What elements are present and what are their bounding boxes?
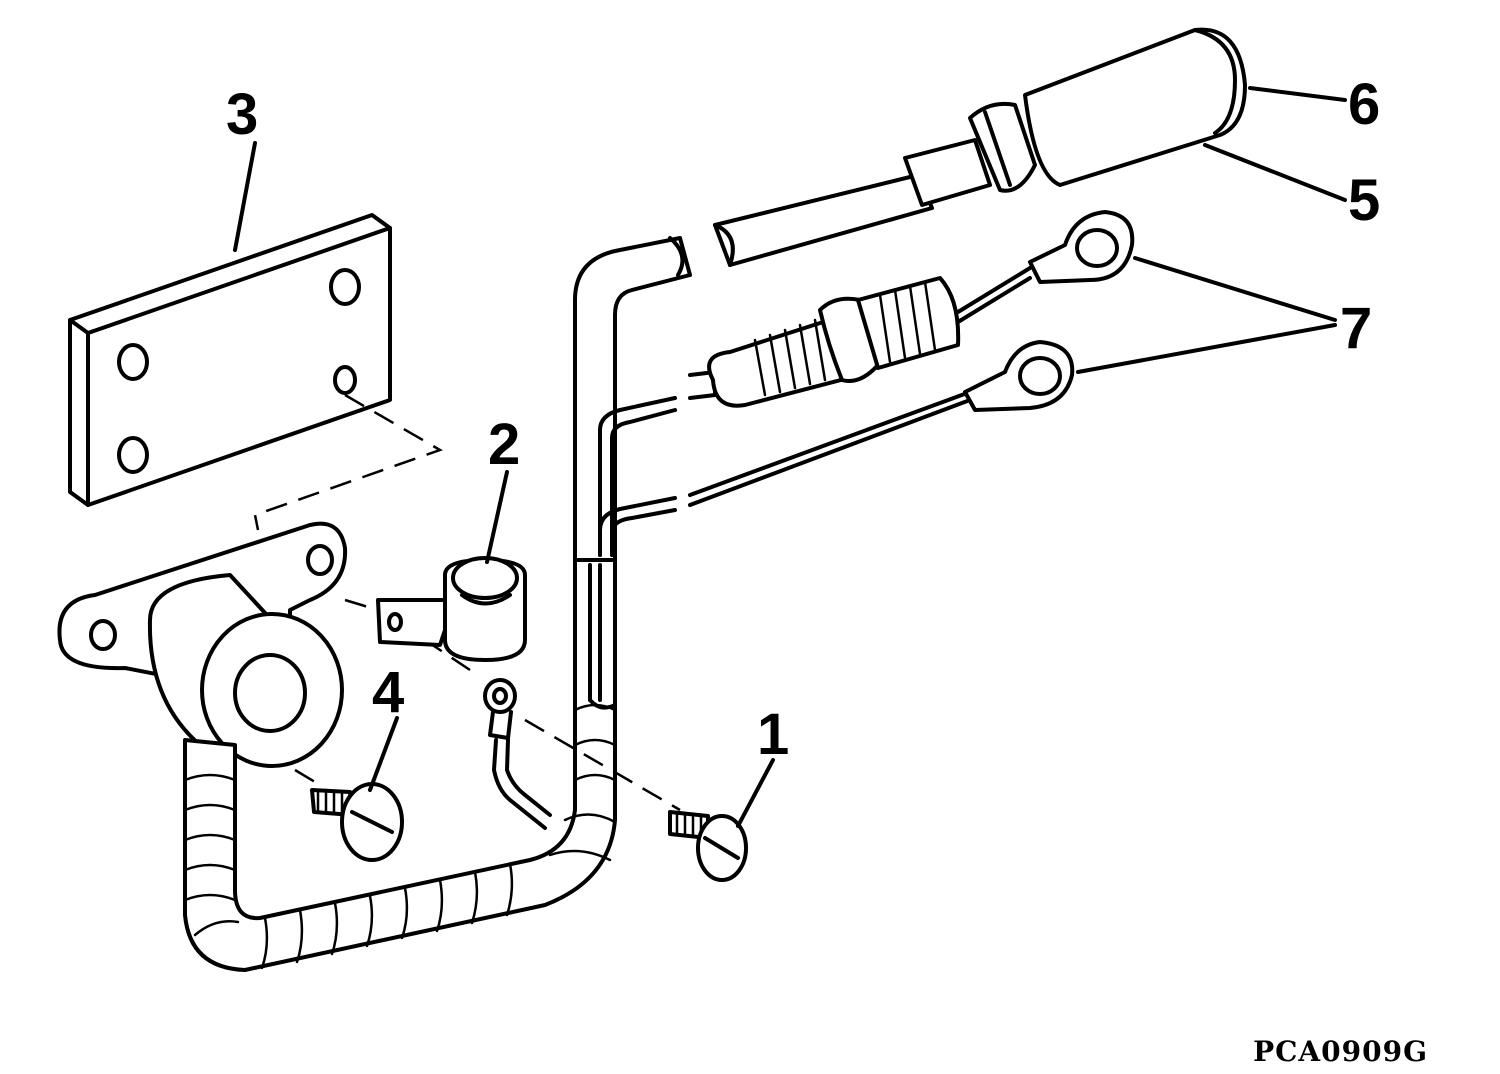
callout-7: 7 xyxy=(1340,296,1373,361)
sensor-assembly xyxy=(57,521,348,768)
callout-4: 4 xyxy=(372,660,405,725)
screw-4 xyxy=(310,782,404,862)
harness-clamp xyxy=(376,556,527,662)
ring-terminals xyxy=(688,210,1135,507)
ground-wire xyxy=(483,678,552,830)
screw-1 xyxy=(668,810,748,882)
figure-id: PCA0909G xyxy=(1253,1035,1428,1068)
callout-1: 1 xyxy=(757,702,790,767)
callout-2: 2 xyxy=(488,412,521,477)
wrapped-harness xyxy=(183,558,617,972)
harness-tube xyxy=(573,236,692,710)
leader-lines xyxy=(233,86,1347,828)
callout-5: 5 xyxy=(1348,168,1381,233)
mounting-plate xyxy=(68,213,392,507)
callout-3: 3 xyxy=(226,82,259,147)
callout-6: 6 xyxy=(1348,72,1381,137)
fuse-holder xyxy=(688,266,1032,408)
connector-sleeve xyxy=(713,27,1247,267)
